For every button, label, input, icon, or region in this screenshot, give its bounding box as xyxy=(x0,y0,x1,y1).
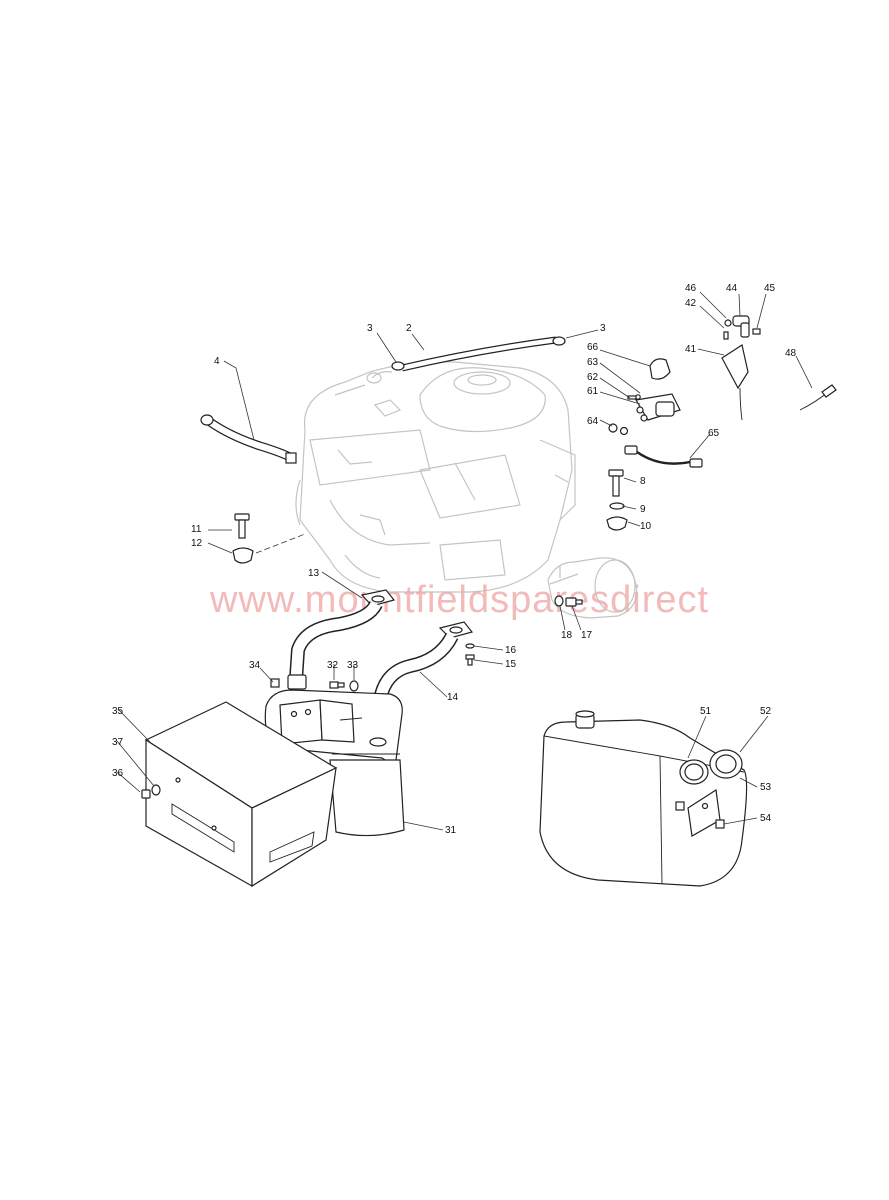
callout-35: 35 xyxy=(112,706,124,717)
part-tank-bracket xyxy=(675,788,725,837)
callout-labels: 3 2 3 4 46 44 45 42 41 48 66 63 62 61 64… xyxy=(112,283,797,836)
callout-2: 2 xyxy=(406,323,412,334)
callout-53: 53 xyxy=(760,782,772,793)
engine-outline xyxy=(295,361,576,593)
part-breather-hose xyxy=(366,336,566,384)
callout-34: 34 xyxy=(249,660,261,671)
callout-16: 16 xyxy=(505,645,517,656)
watermark-text: www.mountfieldsparesdirect xyxy=(209,579,709,621)
callout-51: 51 xyxy=(700,706,712,717)
part-bolt-muffler xyxy=(329,680,359,692)
callout-36: 36 xyxy=(112,768,124,779)
callout-11: 11 xyxy=(191,524,202,535)
callout-46: 46 xyxy=(685,283,697,294)
part-bolt-left xyxy=(232,513,306,564)
callout-4: 4 xyxy=(214,356,220,367)
callout-31: 31 xyxy=(445,825,457,836)
callout-13: 13 xyxy=(308,568,320,579)
part-screw-exhaust xyxy=(465,643,475,666)
callout-10: 10 xyxy=(640,521,652,532)
callout-54: 54 xyxy=(760,813,772,824)
callout-63: 63 xyxy=(587,357,599,368)
callout-61: 61 xyxy=(587,386,599,397)
callout-33: 33 xyxy=(347,660,359,671)
callout-41: 41 xyxy=(685,344,697,355)
part-throttle-assembly xyxy=(721,315,761,421)
callout-48: 48 xyxy=(785,348,797,359)
part-cable xyxy=(799,384,837,411)
callout-8: 8 xyxy=(640,476,646,487)
part-bolt-shield xyxy=(141,784,161,799)
part-muffler xyxy=(264,678,405,837)
part-bolt-right xyxy=(606,469,628,531)
callout-14: 14 xyxy=(447,692,459,703)
callout-3-left: 3 xyxy=(367,323,373,334)
callout-64: 64 xyxy=(587,416,599,427)
part-heat-shield xyxy=(144,701,338,888)
callout-37: 37 xyxy=(112,737,124,748)
callout-62: 62 xyxy=(587,372,599,383)
part-solenoid xyxy=(608,358,681,436)
callout-12: 12 xyxy=(191,538,203,549)
leader-lines xyxy=(116,291,813,831)
callout-66: 66 xyxy=(587,342,599,353)
callout-9: 9 xyxy=(640,504,646,515)
callout-44: 44 xyxy=(726,283,738,294)
part-oil-drain-hose xyxy=(200,414,297,464)
part-exhaust-pipe-left xyxy=(287,589,396,690)
callout-32: 32 xyxy=(327,660,339,671)
callout-15: 15 xyxy=(505,659,517,670)
part-fuel-tank xyxy=(539,710,748,887)
callout-3-right: 3 xyxy=(600,323,606,334)
callout-65: 65 xyxy=(708,428,720,439)
part-starter-motor xyxy=(547,557,638,619)
callout-42: 42 xyxy=(685,298,697,309)
callout-45: 45 xyxy=(764,283,776,294)
part-bolt-starter xyxy=(554,595,583,607)
callout-17: 17 xyxy=(581,630,593,641)
callout-18: 18 xyxy=(561,630,573,641)
callout-52: 52 xyxy=(760,706,772,717)
part-wire-lead xyxy=(624,445,703,468)
